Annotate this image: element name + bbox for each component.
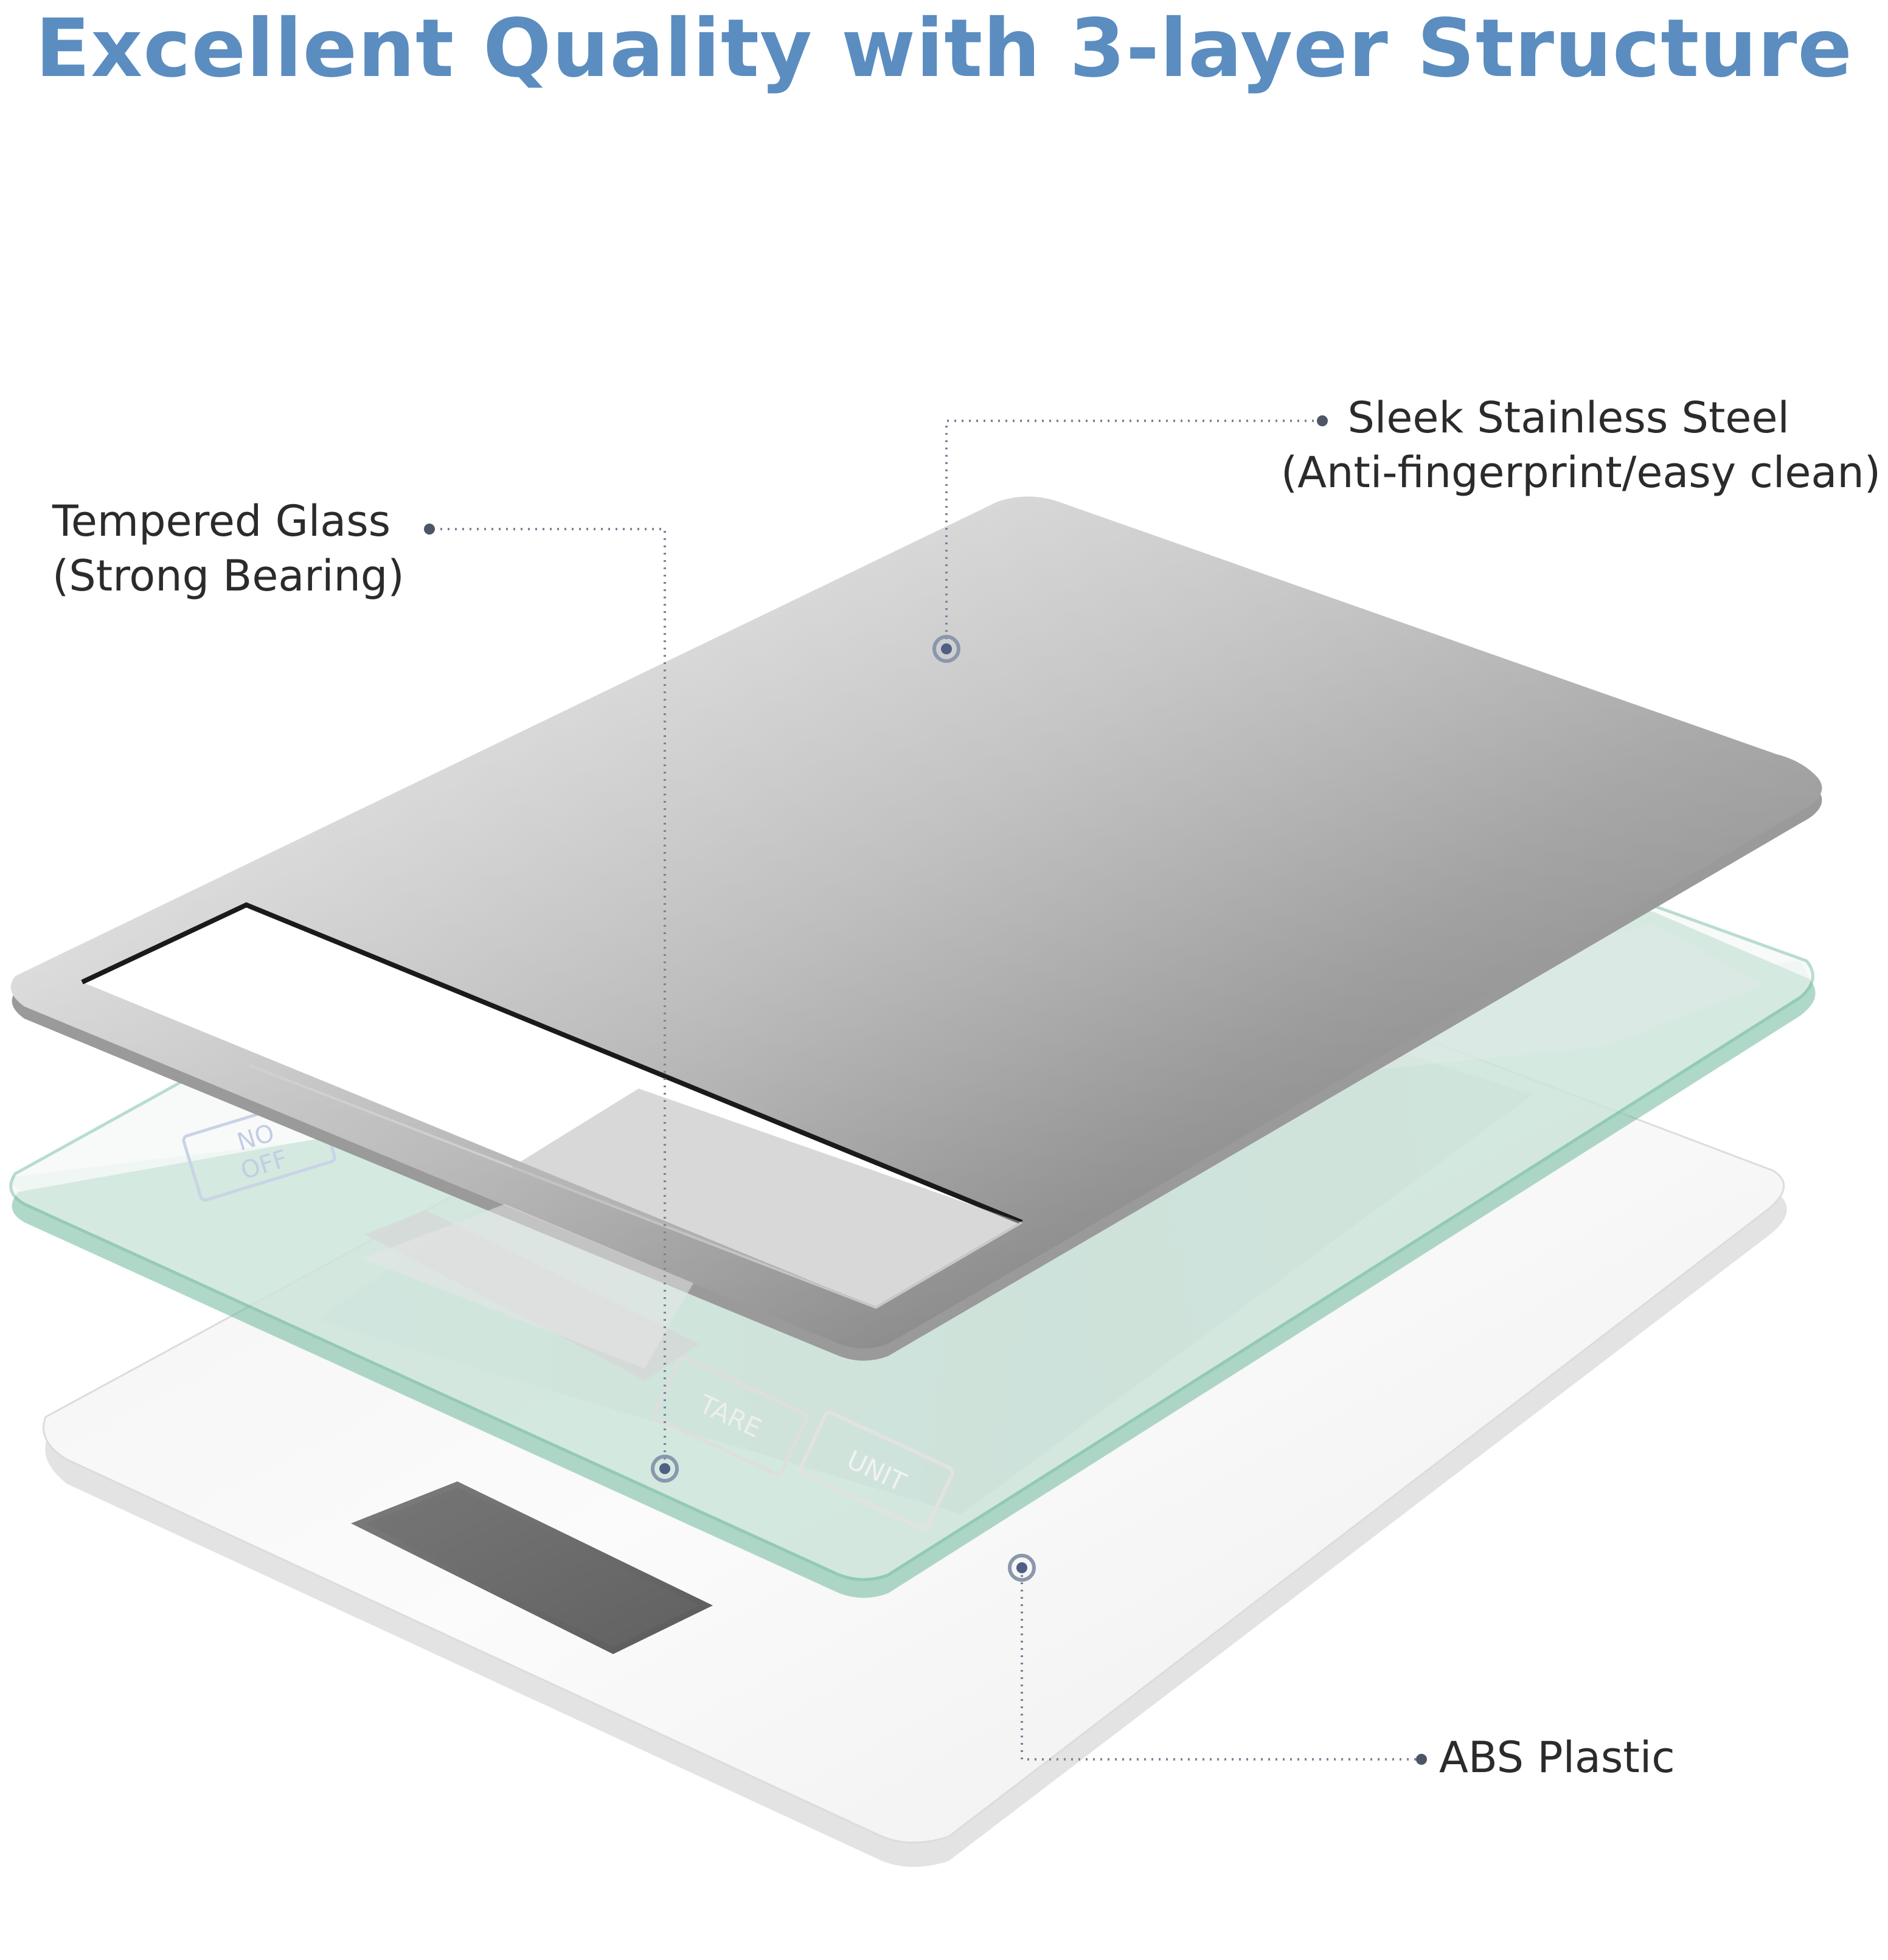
leader-lines — [433, 420, 1420, 1761]
tempered-glass-title: Tempered Glass — [52, 496, 391, 546]
callout-dot-icon — [1008, 1554, 1036, 1582]
callout-dot-icon — [659, 1463, 670, 1474]
page-title: Excellent Quality with 3-layer Structure — [35, 2, 1853, 95]
abs-plastic-label: ABS Plastic — [1439, 1730, 1675, 1785]
callout-dot-icon — [1416, 1754, 1427, 1765]
callout-dot-icon — [941, 643, 952, 654]
stainless-steel-layer — [10, 496, 1822, 1368]
callout-dot-icon — [424, 524, 435, 535]
callout-dot-icon — [1317, 415, 1328, 426]
stainless-steel-label: Sleek Stainless Steel (Anti-fingerprint/… — [1281, 390, 1881, 500]
stainless-steel-subtitle: (Anti-fingerprint/easy clean) — [1280, 448, 1881, 497]
callout-dot-icon — [932, 635, 960, 663]
stainless-steel-title: Sleek Stainless Steel — [1347, 393, 1789, 443]
callout-dot-icon — [651, 1455, 679, 1483]
callout-dot-icon — [1016, 1562, 1027, 1573]
callout-dots — [424, 415, 1427, 1765]
tempered-glass-subtitle: (Strong Bearing) — [52, 551, 404, 601]
tempered-glass-label: Tempered Glass (Strong Bearing) — [52, 494, 404, 603]
abs-plastic-title: ABS Plastic — [1439, 1733, 1675, 1782]
abs-leader — [1021, 1568, 1420, 1761]
steel-leader — [945, 420, 1321, 649]
